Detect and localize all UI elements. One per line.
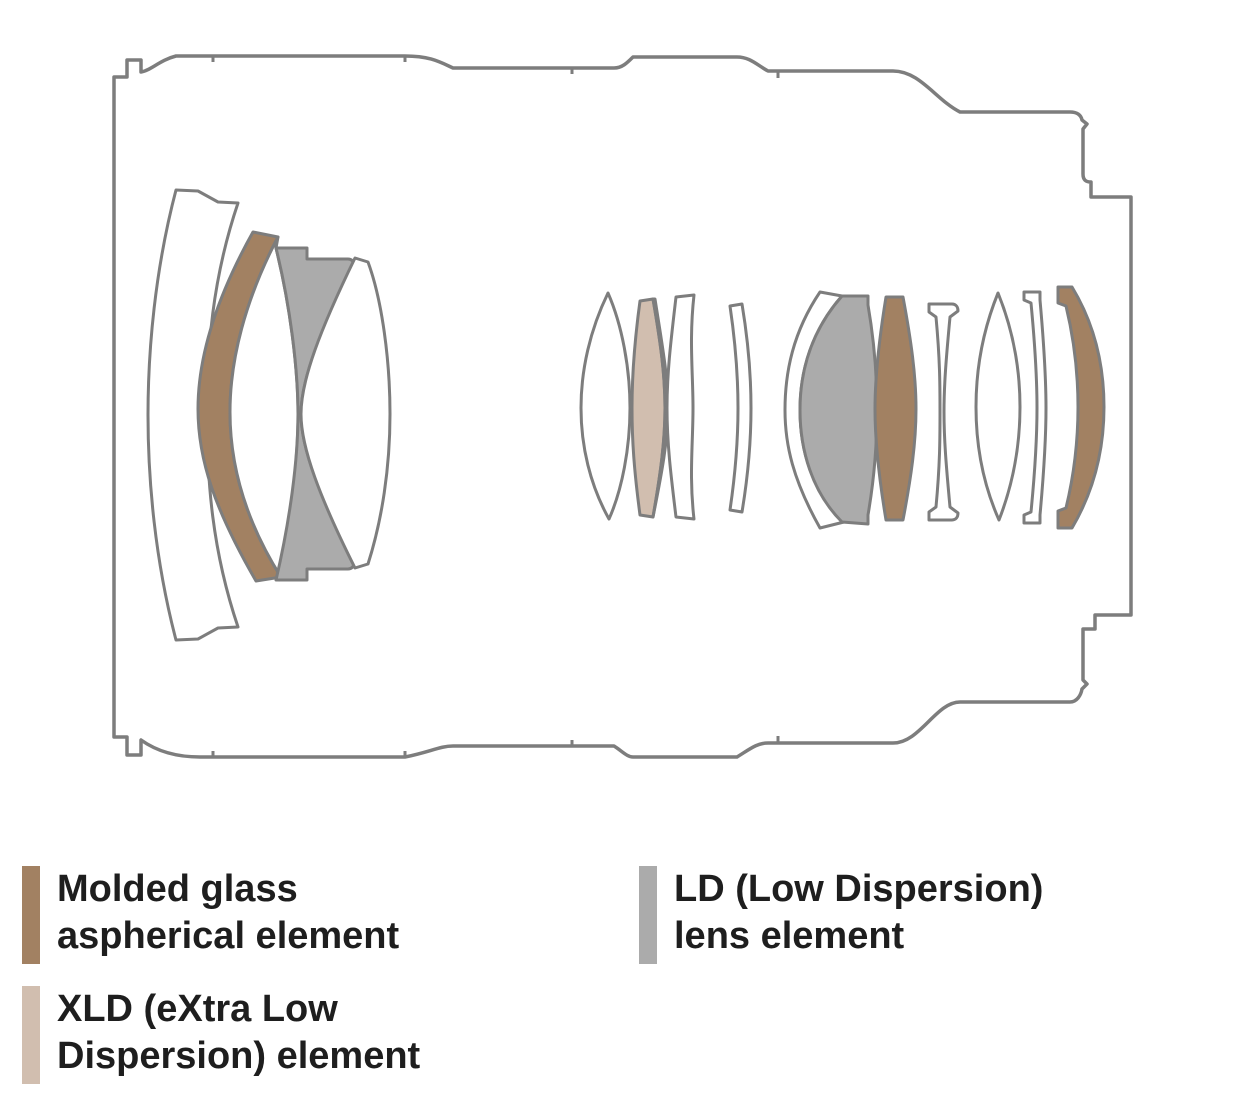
legend-item-xld: XLD (eXtra Low Dispersion) element bbox=[22, 986, 420, 1084]
mid-cemented-element bbox=[651, 297, 670, 519]
legend-item-aspherical: Molded glass aspherical element bbox=[22, 866, 399, 964]
xld-color-swatch bbox=[22, 986, 40, 1084]
xld-legend-label: XLD (eXtra Low Dispersion) element bbox=[57, 988, 421, 1077]
lens-barrel-outline bbox=[112, 54, 1133, 759]
barrel-index-ticks bbox=[211, 56, 780, 757]
aspherical-color-swatch bbox=[22, 866, 40, 964]
ld-legend-label: LD (Low Dispersion) lens element bbox=[674, 868, 1044, 957]
aspherical-legend-label: Molded glass aspherical element bbox=[57, 868, 400, 957]
mid-element-5 bbox=[728, 302, 753, 514]
mid-element-4 bbox=[665, 293, 696, 521]
rear-element-6 bbox=[1022, 290, 1048, 525]
rear-element-4 bbox=[927, 302, 960, 522]
ld-color-swatch bbox=[639, 866, 657, 964]
mid-element-1 bbox=[579, 291, 632, 521]
rear-element-5 bbox=[974, 291, 1022, 522]
legend-item-ld: LD (Low Dispersion) lens element bbox=[639, 866, 1043, 964]
rear-aspherical-element bbox=[873, 295, 918, 522]
rear-aspherical-element-2 bbox=[1056, 285, 1106, 530]
front-element-5 bbox=[299, 256, 392, 570]
